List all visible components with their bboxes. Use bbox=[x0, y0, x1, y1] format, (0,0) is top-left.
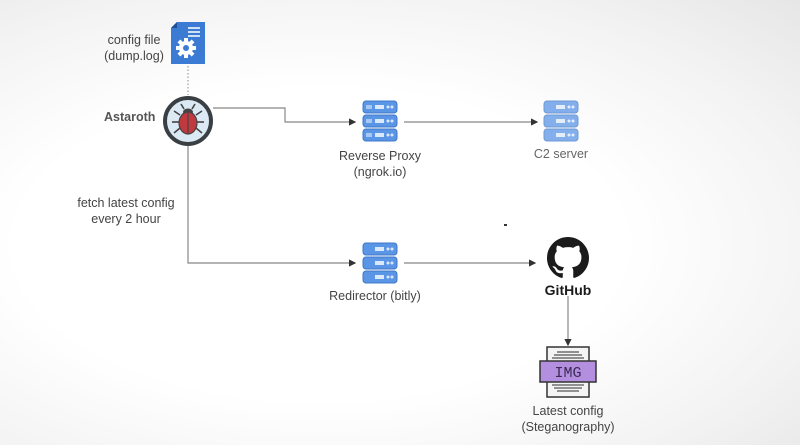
config-file-label: config file (dump.log) bbox=[104, 33, 164, 63]
github-label: GitHub bbox=[544, 282, 592, 298]
image-file-icon[interactable]: IMG bbox=[539, 346, 597, 398]
github-icon[interactable] bbox=[546, 237, 590, 279]
astaroth-to-redirector-edge bbox=[187, 145, 357, 267]
redirector-label: Redirector (bitly) bbox=[329, 289, 421, 303]
img-icon-text: IMG bbox=[554, 365, 581, 382]
stray-dash bbox=[504, 224, 507, 226]
bug-icon[interactable] bbox=[162, 95, 214, 147]
redirector-server-icon[interactable] bbox=[362, 242, 398, 284]
config-document-icon[interactable] bbox=[171, 22, 205, 64]
latest-config-label: Latest config (Steganography) bbox=[521, 404, 615, 434]
fetch-interval-label: fetch latest config every 2 hour bbox=[77, 196, 175, 226]
c2-server-icon[interactable] bbox=[543, 100, 579, 142]
reverse-proxy-label: Reverse Proxy (ngrok.io) bbox=[339, 149, 421, 179]
astaroth-to-proxy-edge bbox=[213, 107, 357, 126]
astaroth-label: Astaroth bbox=[104, 110, 156, 124]
c2-server-label: C2 server bbox=[533, 147, 589, 161]
reverse-proxy-server-icon[interactable] bbox=[362, 100, 398, 142]
